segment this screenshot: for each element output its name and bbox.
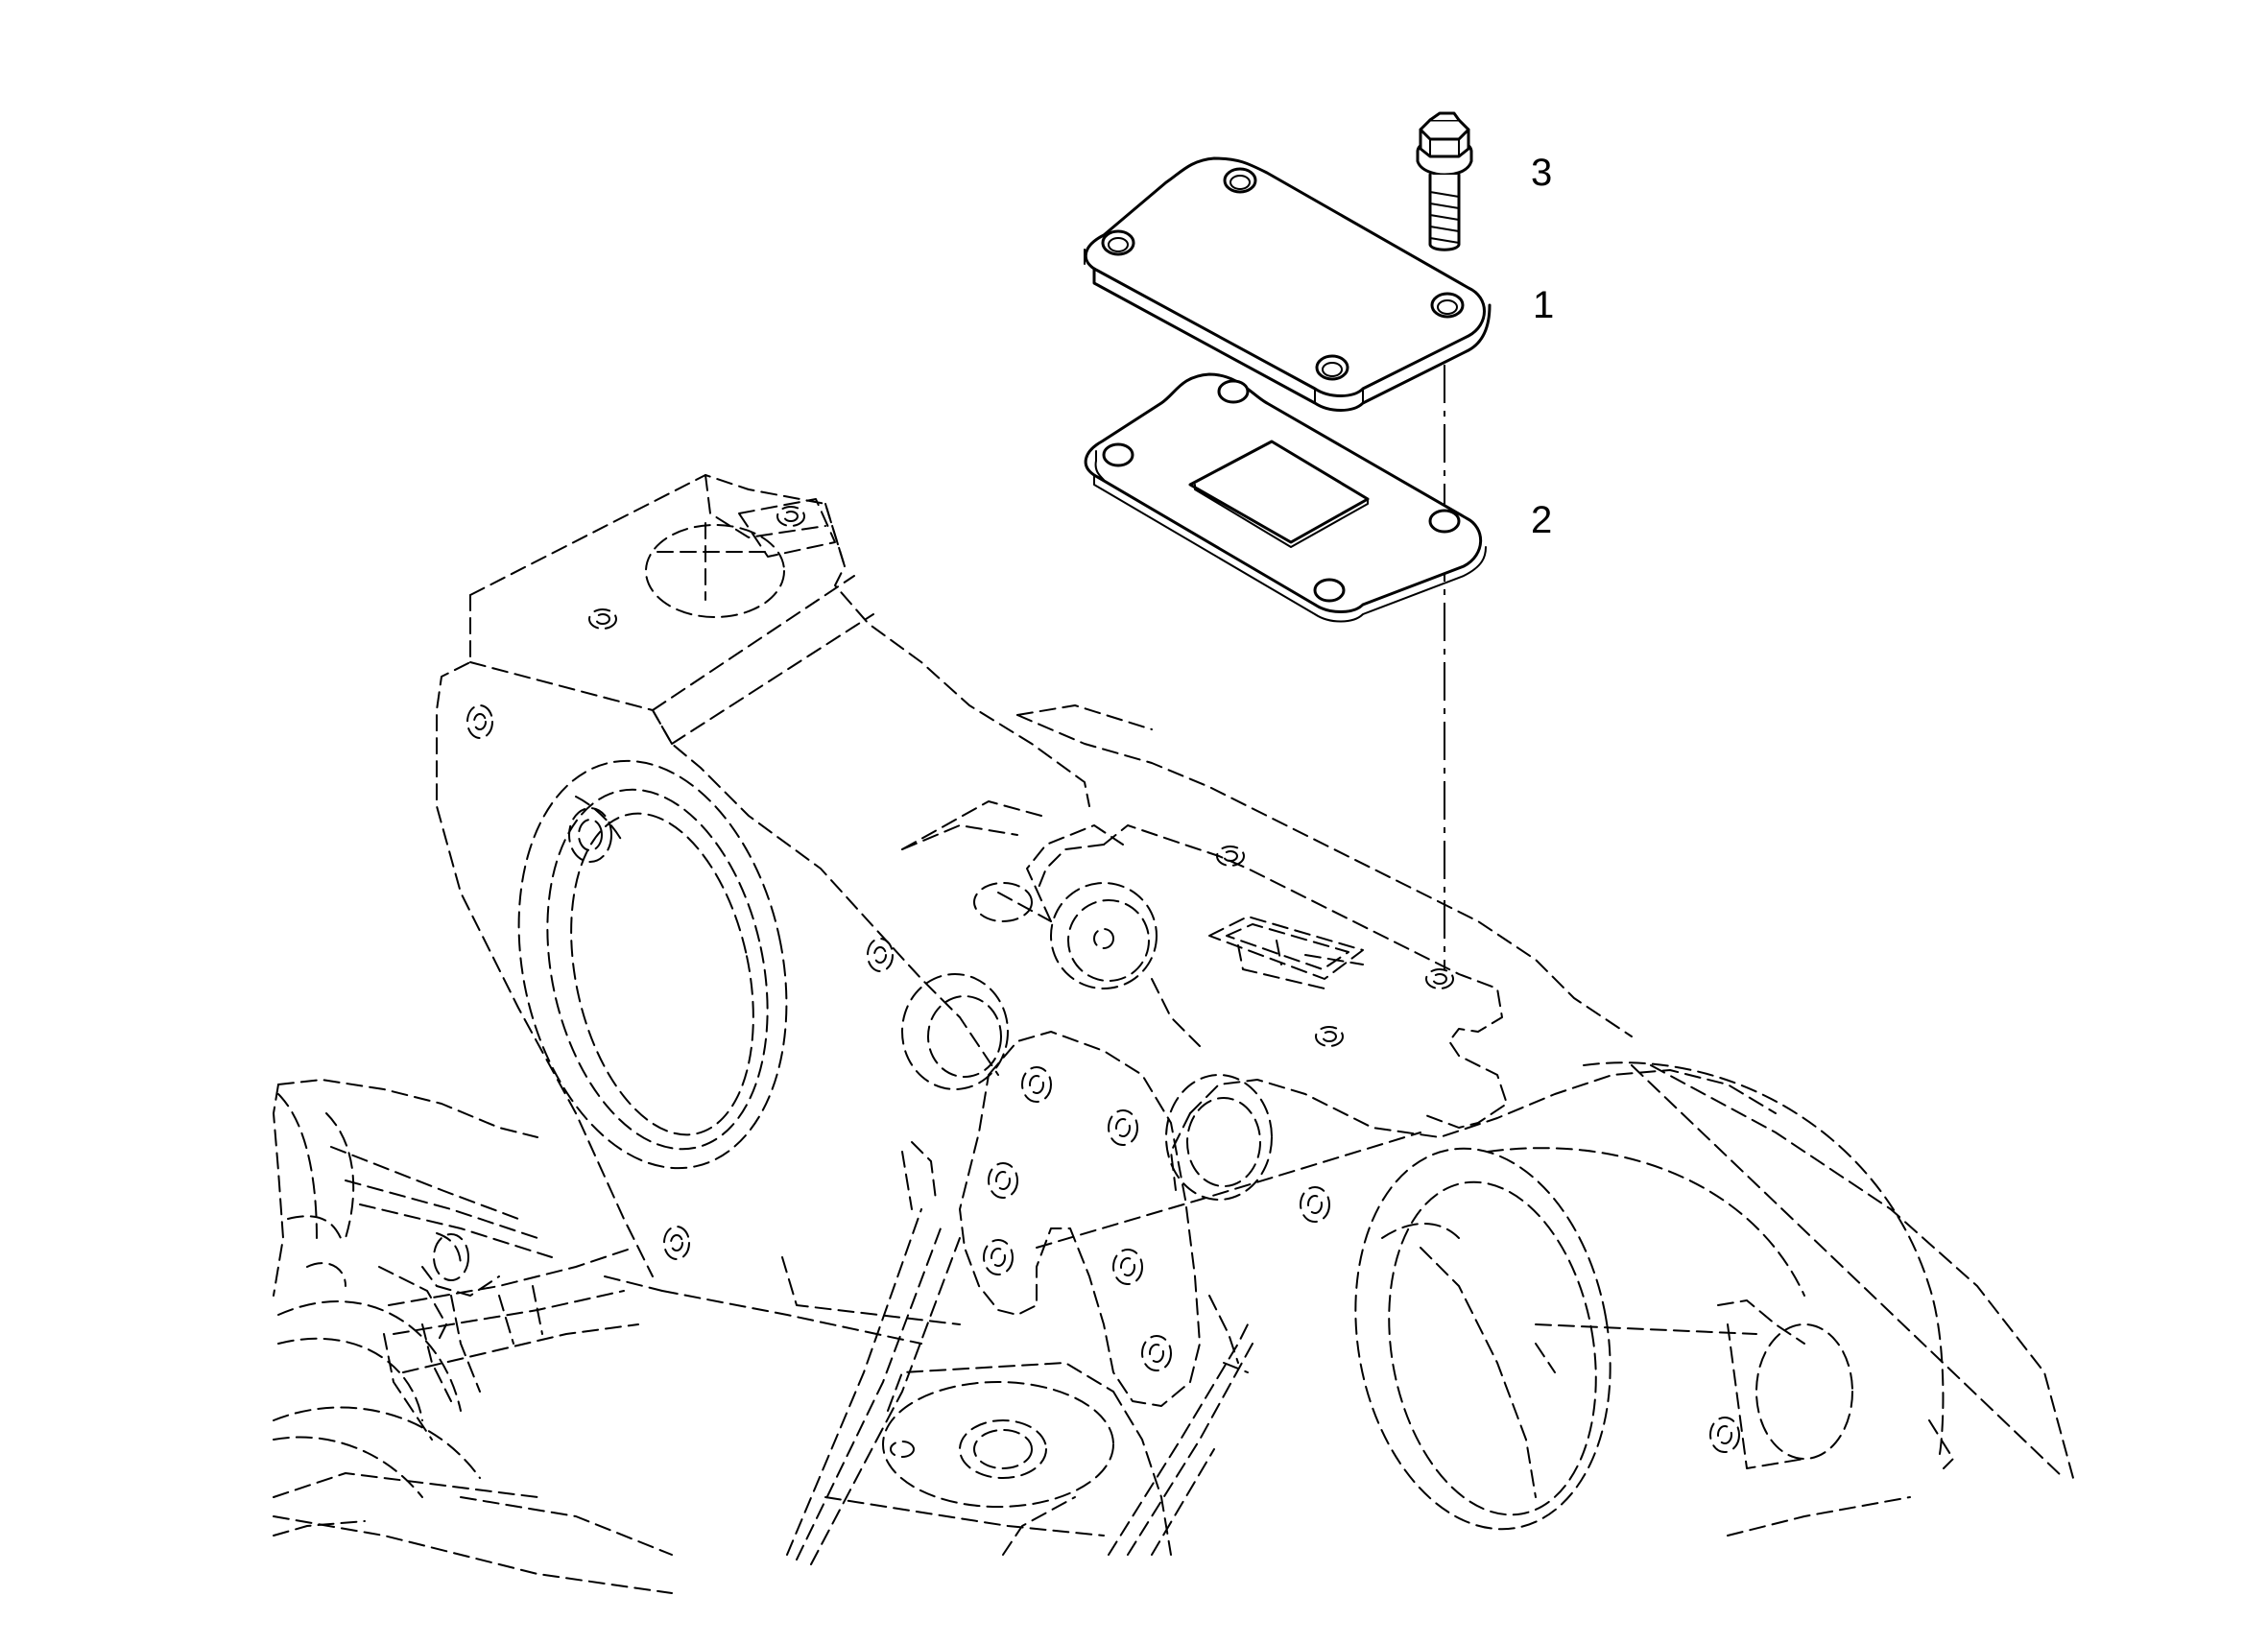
callout-label-1: 1 bbox=[1533, 284, 1554, 326]
callout-label-2: 2 bbox=[1531, 499, 1552, 541]
callout-label-3: 3 bbox=[1531, 152, 1552, 194]
cover-plate bbox=[1084, 156, 1492, 412]
flange-bolt bbox=[1416, 111, 1473, 251]
transmission-housing bbox=[273, 474, 2074, 1594]
gasket bbox=[1084, 372, 1487, 623]
